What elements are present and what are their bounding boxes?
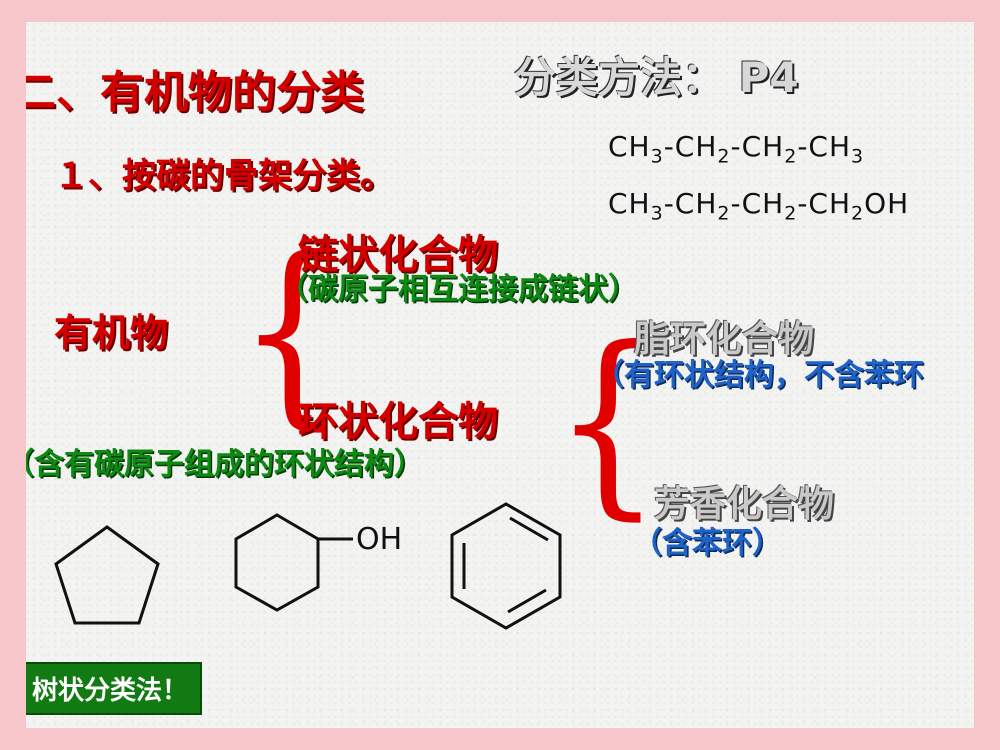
aromatic-label: 芳香化合物 xyxy=(654,484,835,525)
ring-label: 环状化合物 xyxy=(298,399,498,445)
formula-butane: CH3-CH2-CH2-CH3 xyxy=(608,130,865,168)
alicyclic-note: （有环状结构，不含苯环 xyxy=(594,358,924,393)
right-brace: { xyxy=(553,305,662,538)
subtitle: １、按碳的骨架分类。 xyxy=(54,156,394,196)
method-label: 分类方法： P4 xyxy=(514,53,799,102)
section-title: 二、有机物的分类 xyxy=(26,67,364,118)
hydroxyl-label: OH xyxy=(356,522,403,557)
tree-method-badge: 树状分类法！ xyxy=(26,662,203,715)
root-organic: 有机物 xyxy=(54,311,169,355)
chain-label: 链状化合物 xyxy=(298,232,498,278)
alicyclic-label: 脂环化合物 xyxy=(634,319,815,360)
benzene-structure xyxy=(450,502,562,630)
left-brace: { xyxy=(237,215,346,448)
cyclohexanol-structure xyxy=(234,513,353,612)
aromatic-note: （含苯环） xyxy=(632,526,782,561)
chain-note: （碳原子相互连接成链状） xyxy=(278,272,638,307)
formula-butanol: CH3-CH2-CH2-CH2OH xyxy=(608,187,910,225)
cyclopentane-structure xyxy=(54,525,160,625)
ring-note: （含有碳原子组成的环状结构） xyxy=(26,447,424,482)
slide: 二、有机物的分类 分类方法： P4 １、按碳的骨架分类。 CH3-CH2-CH2… xyxy=(26,22,974,728)
